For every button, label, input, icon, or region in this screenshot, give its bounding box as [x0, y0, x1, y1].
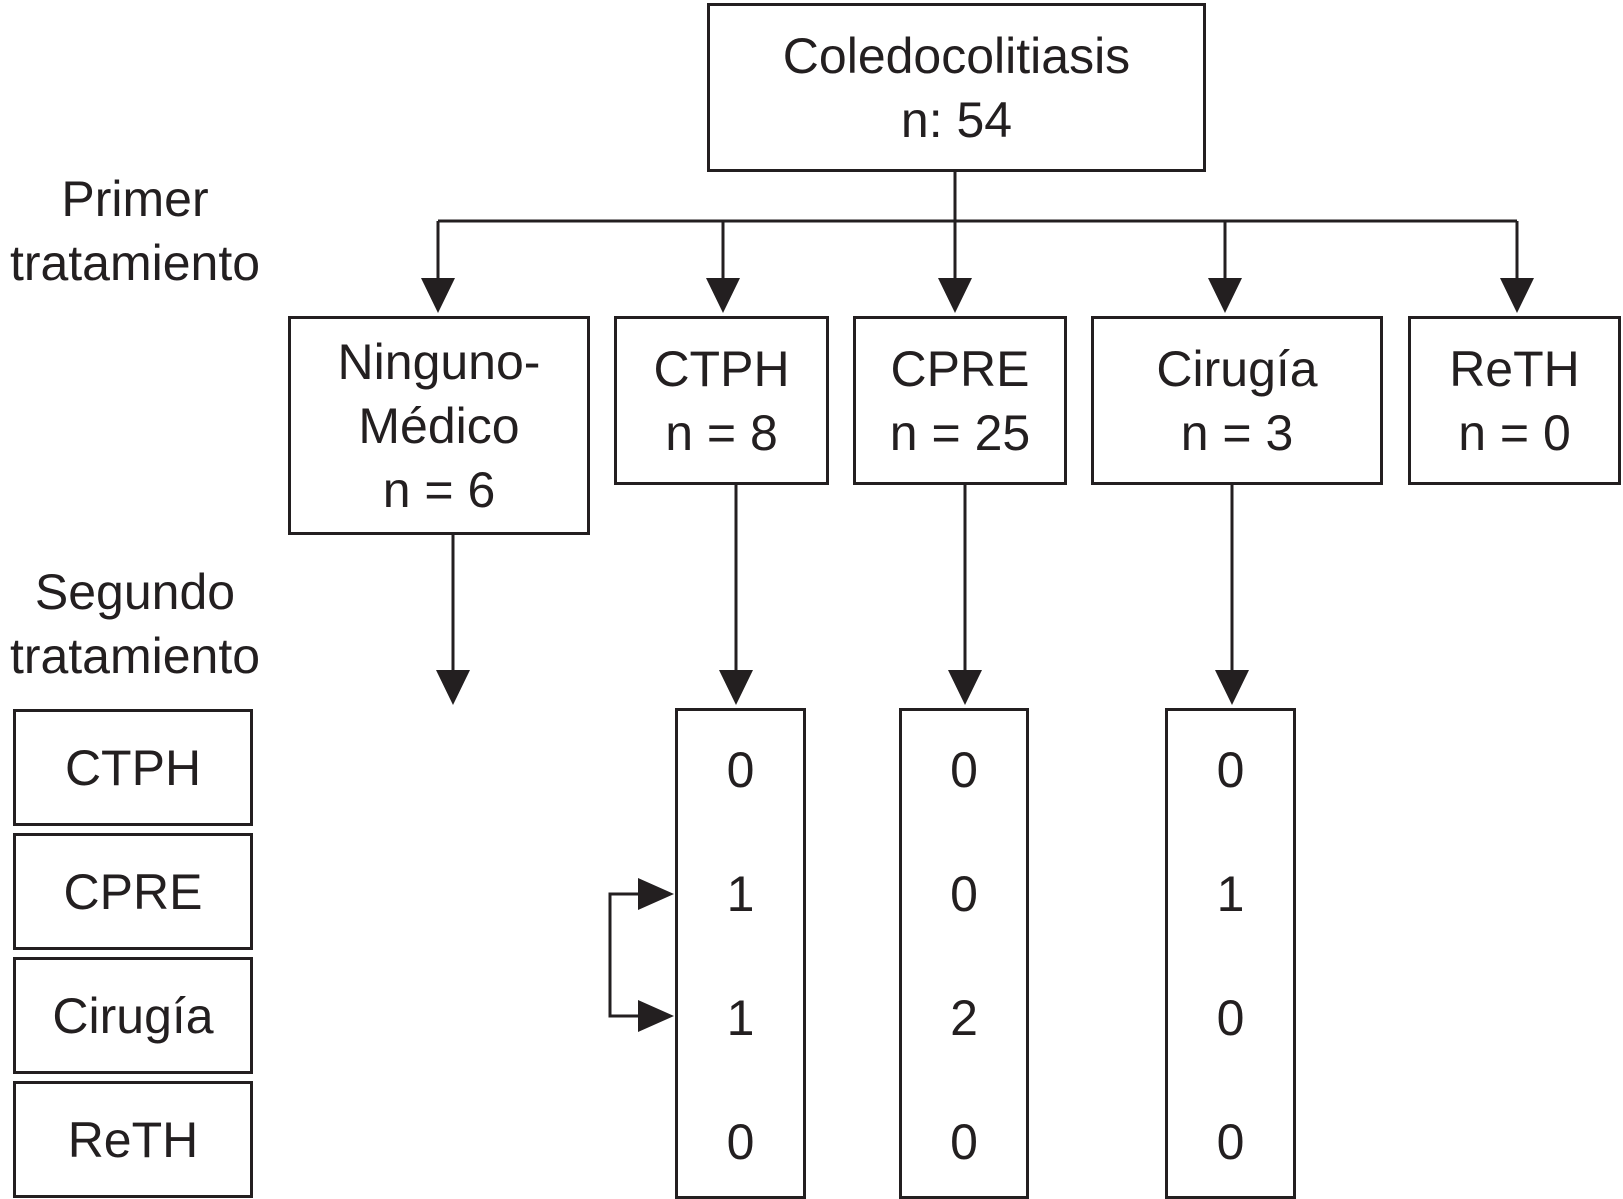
count-reth: 0 [726, 1114, 755, 1170]
root-title: Coledocolitiasis [782, 27, 1131, 84]
first-treatment-label: Primer tratamiento [9, 171, 261, 291]
arrow-to-ctph [706, 221, 740, 313]
count-cirugia: 0 [1216, 990, 1245, 1046]
root-box: Coledocolitiasis n: 54 [707, 3, 1206, 172]
bracket-arrow [608, 878, 674, 1032]
first-treatment-ctph: CTPH n = 8 [614, 316, 829, 485]
arrow-to-cpre [938, 221, 972, 313]
count-ctph: 0 [1216, 742, 1245, 798]
arrow-cpre-down [948, 485, 982, 705]
count-ctph: 0 [726, 742, 755, 798]
legend-reth: ReTH [13, 1081, 253, 1198]
arrow-to-cirugia [1208, 221, 1242, 313]
count-reth: 0 [950, 1114, 978, 1170]
arrow-cirugia-down [1215, 485, 1249, 705]
first-treatment-ninguno-medico: Ninguno- Médico n = 6 [288, 316, 590, 535]
first-treatment-cirugia: Cirugía n = 3 [1091, 316, 1383, 485]
first-treatment-reth: ReTH n = 0 [1408, 316, 1621, 485]
arrow-ninguno-down [436, 535, 470, 705]
count-ctph: 0 [950, 742, 978, 798]
count-cirugia: 2 [950, 990, 978, 1046]
legend-cirugia: Cirugía [13, 957, 253, 1074]
count-cirugia: 1 [726, 990, 755, 1046]
second-counts-from-ctph: 0 1 1 0 [675, 708, 806, 1199]
count-cpre: 1 [726, 866, 755, 922]
arrow-to-reth [1500, 221, 1534, 313]
count-reth: 0 [1216, 1114, 1245, 1170]
second-counts-from-cirugia: 0 1 0 0 [1165, 708, 1296, 1199]
second-treatment-label: Segundo tratamiento [9, 564, 261, 684]
root-count: n: 54 [900, 91, 1013, 148]
legend-cpre: CPRE [13, 833, 253, 950]
arrow-to-ninguno [421, 221, 455, 313]
count-cpre: 1 [1216, 866, 1245, 922]
legend-ctph: CTPH [13, 709, 253, 826]
arrow-ctph-down [719, 485, 753, 705]
count-cpre: 0 [950, 866, 978, 922]
first-treatment-cpre: CPRE n = 25 [853, 316, 1067, 485]
second-counts-from-cpre: 0 0 2 0 [899, 708, 1029, 1199]
